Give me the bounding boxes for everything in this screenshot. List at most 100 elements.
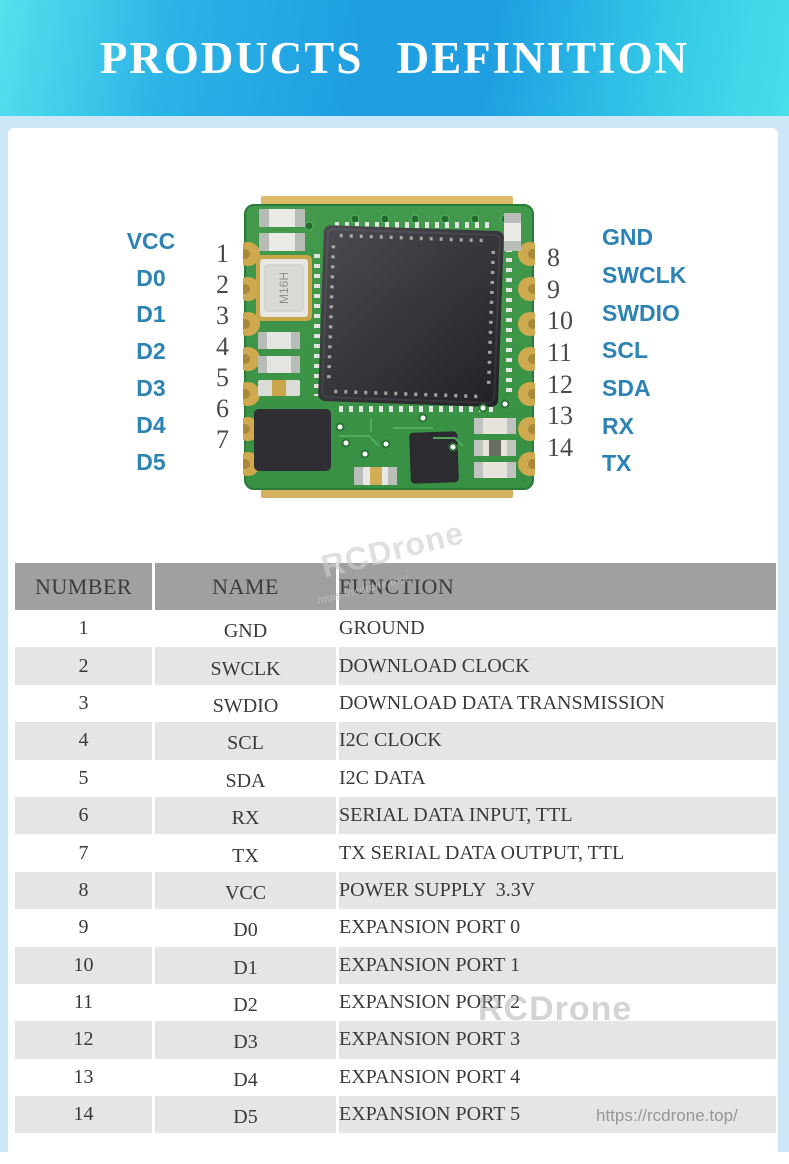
cell-function: DOWNLOAD DATA TRANSMISSION — [336, 684, 776, 723]
right-pin-labels: GND SWCLK SWDIO SCL SDA RX TX — [602, 219, 722, 483]
cell-name: TX — [152, 834, 336, 872]
cell-function: DOWNLOAD CLOCK — [336, 647, 776, 685]
cell-name: GND — [152, 610, 336, 648]
pin-label: SDA — [602, 375, 651, 402]
chip-land-pads — [314, 222, 512, 412]
pin-number: 11 — [547, 337, 573, 367]
pin-number: 4 — [216, 331, 229, 361]
title-banner: PRODUCTS DEFINITION — [0, 0, 789, 116]
cell-name: D4 — [152, 1058, 336, 1097]
cell-number: 1 — [15, 610, 152, 648]
pin-number: 8 — [547, 242, 560, 272]
cell-number: 13 — [15, 1058, 152, 1097]
pcb-module-photo: M16H — [243, 196, 535, 498]
pin-label: D4 — [136, 411, 166, 438]
cell-name: SWCLK — [152, 647, 336, 685]
pin-number: 13 — [547, 401, 573, 431]
cell-number: 7 — [15, 834, 152, 872]
table-header-function: FUNCTION — [336, 563, 776, 610]
cell-function: EXPANSION PORT 0 — [336, 909, 776, 947]
pin-label: SWDIO — [602, 299, 680, 326]
cell-name: SDA — [152, 759, 336, 797]
pin-label: D1 — [136, 301, 166, 328]
pin-number: 2 — [216, 269, 229, 299]
pin-label: RX — [602, 412, 634, 439]
crystal-oscillator: M16H — [256, 255, 312, 321]
pin-number: 14 — [547, 432, 573, 462]
cell-number: 6 — [15, 796, 152, 835]
cell-name: SCL — [152, 722, 336, 760]
cell-function: I2C CLOCK — [336, 722, 776, 760]
pin-number: 6 — [216, 393, 229, 423]
cell-name: SWDIO — [152, 684, 336, 723]
cell-name: RX — [152, 796, 336, 835]
cell-number: 14 — [15, 1096, 152, 1134]
vias — [335, 399, 510, 459]
copper-traces — [339, 418, 464, 447]
cell-name: D3 — [152, 1021, 336, 1059]
main-chip — [318, 225, 504, 407]
table-header-number: NUMBER — [15, 563, 152, 610]
pin-number: 3 — [216, 300, 229, 330]
cell-function: SERIAL DATA INPUT, TTL — [336, 796, 776, 835]
cell-number: 4 — [15, 722, 152, 760]
via-row — [304, 214, 510, 231]
page-title: PRODUCTS DEFINITION — [99, 33, 690, 83]
cell-function: EXPANSION PORT 3 — [336, 1021, 776, 1059]
pin-label: D5 — [136, 448, 166, 475]
small-ic-component — [409, 431, 459, 484]
cell-number: 11 — [15, 983, 152, 1022]
pin-number: 9 — [547, 274, 560, 304]
cell-function: I2C DATA — [336, 759, 776, 797]
pin-label: D0 — [136, 264, 166, 291]
cell-function: EXPANSION PORT 2 — [336, 983, 776, 1022]
pin-label: SWCLK — [602, 262, 687, 289]
pin-label: VCC — [126, 227, 176, 254]
table-header-name: NAME — [152, 563, 336, 610]
pin-number: 1 — [216, 238, 229, 268]
cell-function: EXPANSION PORT 5 — [336, 1096, 776, 1134]
cell-number: 12 — [15, 1021, 152, 1059]
pin-number: 7 — [216, 424, 229, 454]
cell-number: 10 — [15, 946, 152, 984]
pin-number: 10 — [547, 306, 573, 336]
pin-label: SCL — [602, 337, 648, 364]
cell-function: TX SERIAL DATA OUTPUT, TTL — [336, 834, 776, 872]
cell-name: VCC — [152, 871, 336, 910]
pin-number: 5 — [216, 362, 229, 392]
cell-name: D2 — [152, 983, 336, 1022]
cell-number: 3 — [15, 684, 152, 723]
cell-function: EXPANSION PORT 1 — [336, 946, 776, 984]
cell-number: 2 — [15, 647, 152, 685]
smd-components — [258, 209, 521, 485]
cell-name: D1 — [152, 946, 336, 984]
cell-function: GROUND — [336, 610, 776, 648]
inductor-component — [254, 409, 331, 471]
pin-label: GND — [602, 224, 654, 251]
pin-label: TX — [602, 450, 632, 477]
pin-label: D3 — [136, 375, 166, 402]
pin-label: D2 — [136, 338, 166, 365]
cell-number: 5 — [15, 759, 152, 797]
cell-function: EXPANSION PORT 4 — [336, 1058, 776, 1097]
crystal-label: M16H — [277, 272, 291, 304]
cell-function: POWER SUPPLY 3.3V — [336, 871, 776, 910]
cell-name: D0 — [152, 909, 336, 947]
